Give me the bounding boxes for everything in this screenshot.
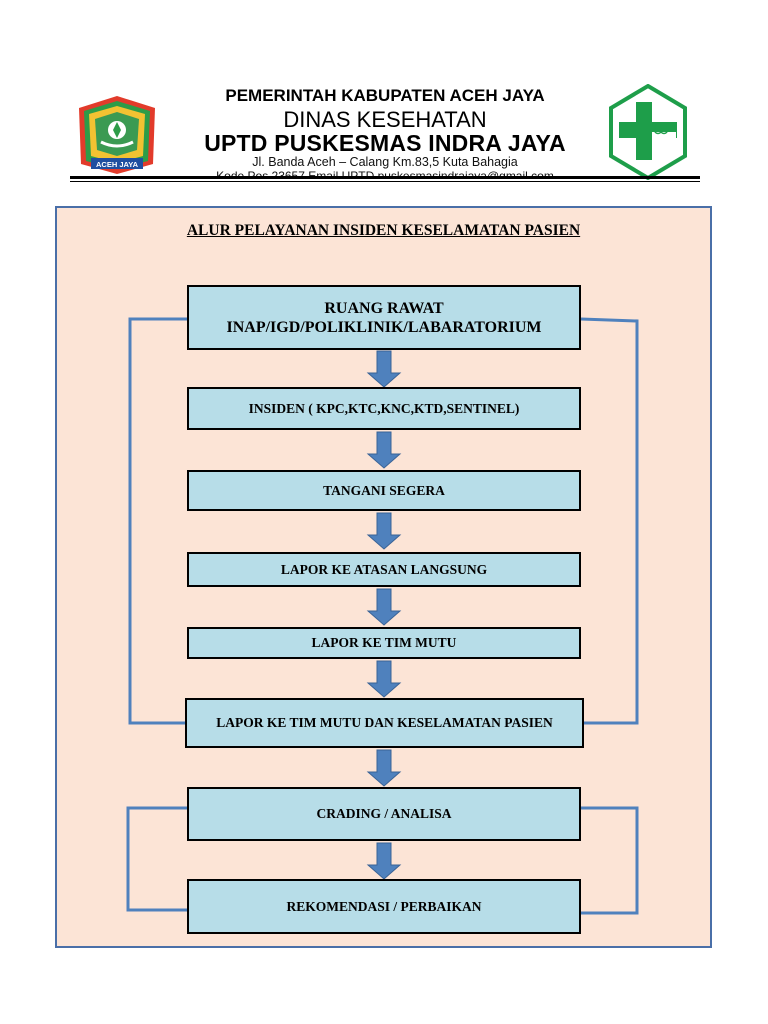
step-crading-analisa-label: CRADING / ANALISA [316, 806, 452, 821]
aceh-jaya-emblem-icon: ACEH JAYA [77, 94, 157, 176]
step-tangani-segera-label: TANGANI SEGERA [323, 482, 445, 498]
step-ruang-rawat-line2: INAP/IGD/POLIKLINIK/LABARATORIUM [226, 318, 542, 336]
header-address: Jl. Banda Aceh – Calang Km.83,5 Kuta Bah… [252, 155, 518, 169]
header-contact: Kode Pos 23657 Email UPTD.puskesmasindra… [216, 169, 554, 179]
step-rekomendasi-label: REKOMENDASI / PERBAIKAN [286, 898, 482, 914]
step-lapor-tim-mutu-keselamatan-label: LAPOR KE TIM MUTU DAN KESELAMATAN PASIEN [216, 715, 553, 730]
header-divider-thin [70, 181, 700, 182]
step-rekomendasi: REKOMENDASI / PERBAIKAN [187, 879, 581, 934]
header-agency: DINAS KESEHATAN [283, 107, 487, 132]
step-lapor-tim-mutu: LAPOR KE TIM MUTU [187, 627, 581, 659]
header-government: PEMERINTAH KABUPATEN ACEH JAYA [225, 86, 545, 105]
header-institution: UPTD PUSKESMAS INDRA JAYA [204, 130, 566, 156]
step-lapor-tim-mutu-label: LAPOR KE TIM MUTU [311, 635, 457, 650]
step-ruang-rawat: RUANG RAWAT INAP/IGD/POLIKLINIK/LABARATO… [187, 285, 581, 350]
step-crading-analisa: CRADING / ANALISA [187, 787, 581, 841]
step-ruang-rawat-line1: RUANG RAWAT [324, 299, 444, 317]
step-lapor-atasan: LAPOR KE ATASAN LANGSUNG [187, 552, 581, 587]
header-divider [70, 176, 700, 179]
step-insiden: INSIDEN ( KPC,KTC,KNC,KTD,SENTINEL) [187, 387, 581, 430]
flowchart-title: ALUR PELAYANAN INSIDEN KESELAMATAN PASIE… [186, 222, 581, 239]
step-lapor-tim-mutu-keselamatan: LAPOR KE TIM MUTU DAN KESELAMATAN PASIEN [185, 698, 584, 748]
step-lapor-atasan-label: LAPOR KE ATASAN LANGSUNG [280, 561, 488, 577]
step-tangani-segera: TANGANI SEGERA [187, 470, 581, 511]
left-logo-text: ACEH JAYA [96, 160, 139, 169]
step-insiden-label: INSIDEN ( KPC,KTC,KNC,KTD,SENTINEL) [248, 400, 520, 416]
